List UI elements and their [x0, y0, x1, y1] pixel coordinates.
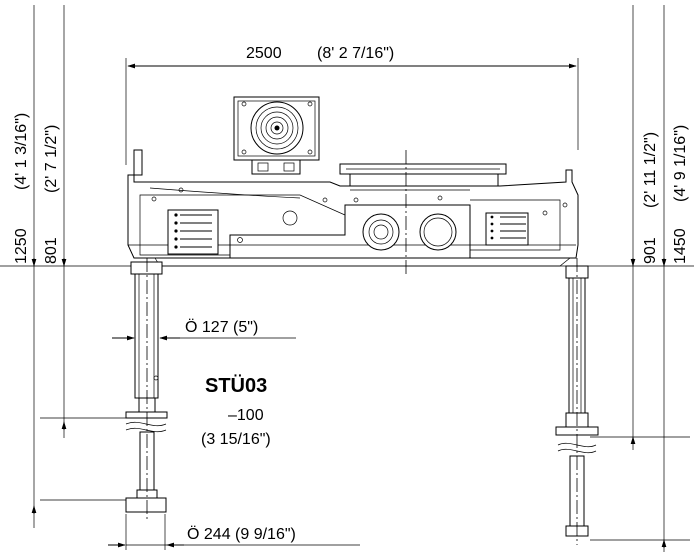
foot-diameter-label: Ö 244 (9 9/16"): [187, 525, 296, 543]
right-outer-height-dimension: 1450 (4' 9 1/16"): [661, 5, 689, 552]
right-support-leg: [555, 258, 599, 545]
overall-width-dimension: 2500 (8' 2 7/16"): [125, 45, 579, 165]
right-connector-block: [485, 212, 529, 246]
stand-code: STÜ03: [205, 374, 267, 397]
left-outer-height-dimension: 1250 (4' 1 3/16"): [13, 5, 37, 528]
right-inner-height-value: 901: [642, 237, 659, 264]
left-inner-height-dimension: 801 (2' 7 1/2"): [43, 5, 67, 438]
stand-offset: –100: [228, 407, 264, 424]
right-outer-height-imperial: (4' 9 1/16"): [672, 125, 689, 202]
top-plate: [339, 163, 507, 187]
left-inner-height-imperial: (2' 7 1/2"): [43, 125, 60, 193]
left-outer-height-value: 1250: [13, 228, 30, 264]
overall-width-value: 2500: [246, 45, 282, 62]
right-inner-height-dimension: 901 (2' 11 1/2"): [630, 5, 659, 450]
stand-designation: STÜ03 –100 (3 15/16"): [201, 374, 271, 448]
reference-lines: [0, 265, 694, 550]
chassis-body: [127, 149, 579, 267]
left-support-leg: [125, 258, 168, 520]
left-inner-height-value: 801: [43, 237, 60, 264]
left-connector-block: [167, 209, 219, 255]
fan-unit: [233, 96, 320, 175]
stand-offset-imperial: (3 15/16"): [201, 431, 271, 448]
chassis-ports: [362, 213, 457, 251]
leg-diameter-dimension: Ö 127 (5"): [112, 318, 296, 341]
leg-diameter-label: Ö 127 (5"): [185, 318, 258, 336]
left-outer-height-imperial: (4' 1 3/16"): [13, 113, 30, 190]
overall-width-imperial: (8' 2 7/16"): [317, 45, 394, 62]
right-inner-height-imperial: (2' 11 1/2"): [642, 132, 659, 208]
right-outer-height-value: 1450: [672, 228, 689, 264]
foot-diameter-dimension: Ö 244 (9 9/16"): [108, 525, 296, 548]
